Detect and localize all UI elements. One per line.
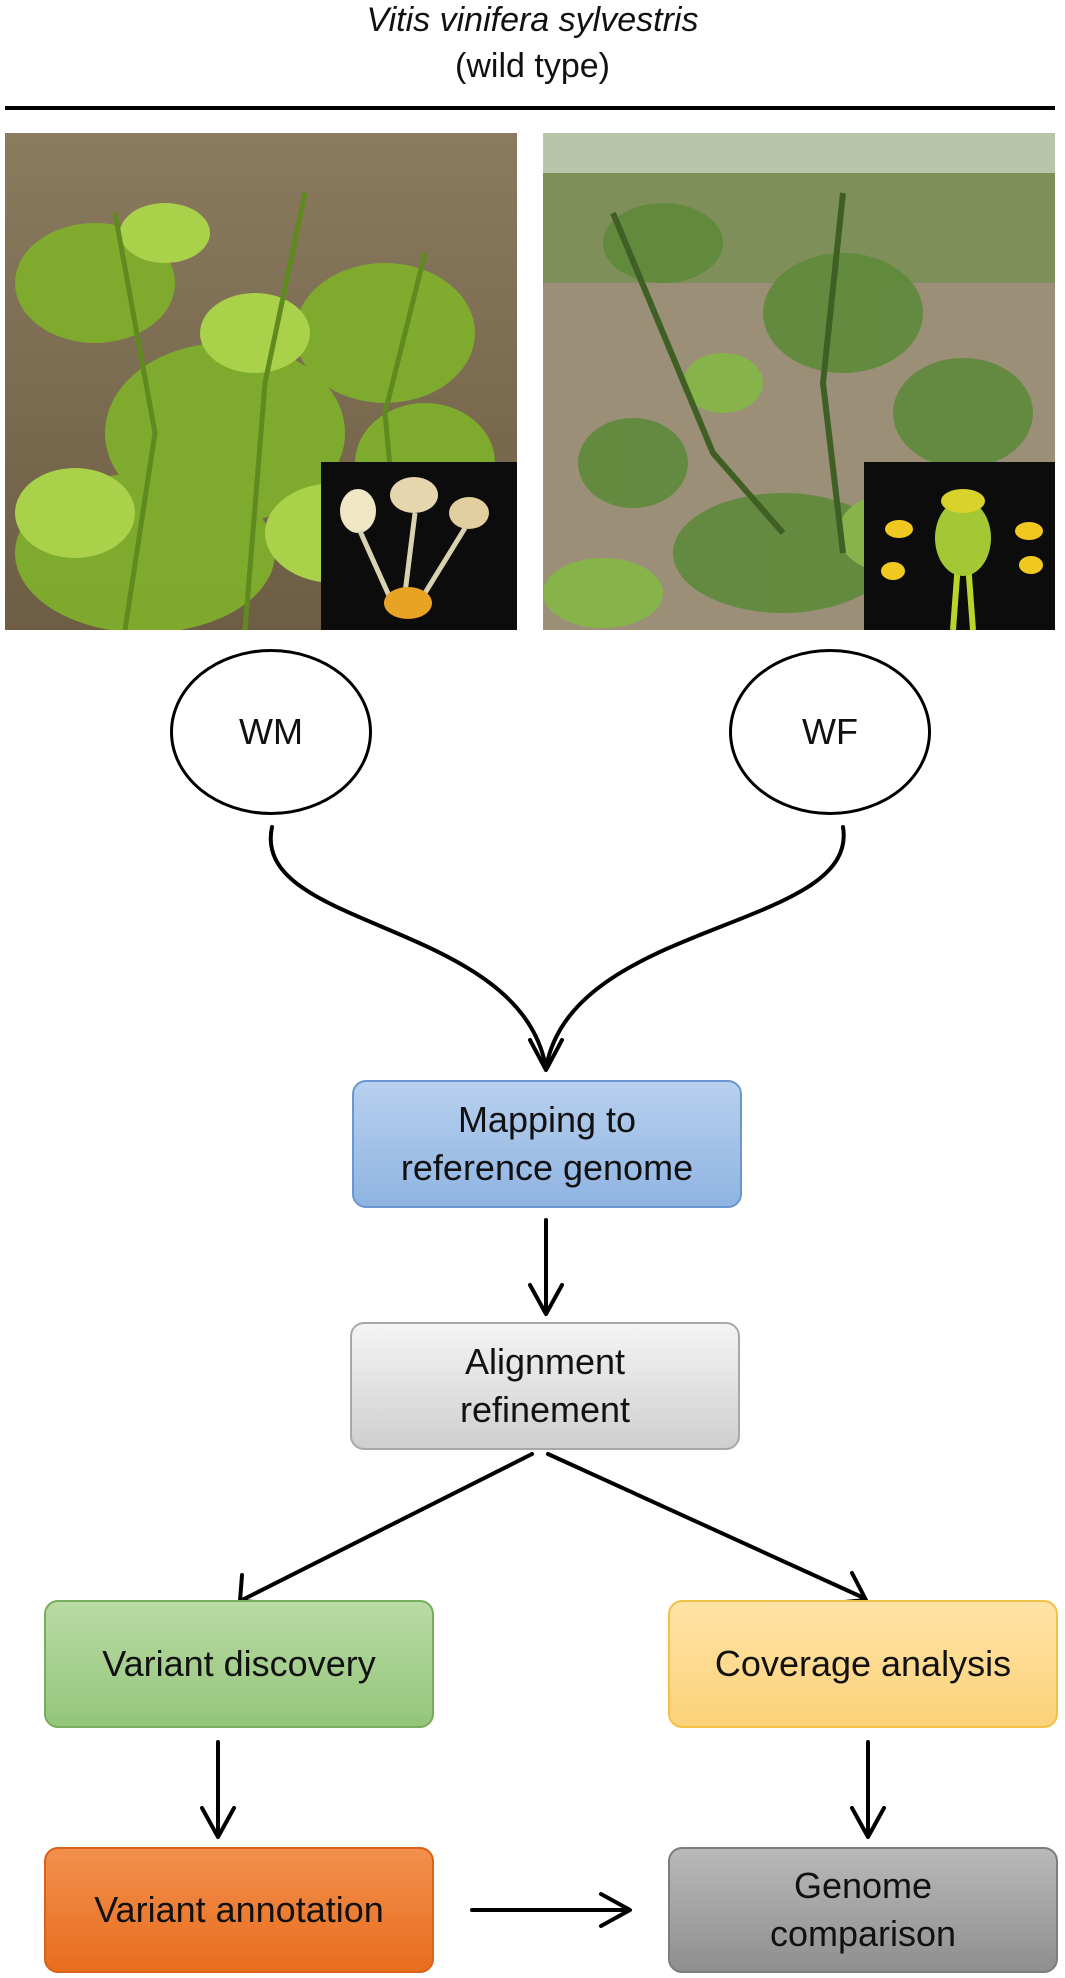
alignment-refinement-step: Alignment refinement: [350, 1322, 740, 1450]
arrowhead-coverage: [832, 1571, 868, 1605]
arrow-wm-to-mapping: [268, 825, 548, 1070]
arrowhead-genome: [850, 1806, 886, 1839]
mapping-label: Mapping to reference genome: [400, 1099, 694, 1188]
coverage-analysis-label: Coverage analysis: [714, 1643, 1012, 1684]
variant-discovery-step: Variant discovery: [44, 1600, 434, 1728]
genome-comparison-step: Genome comparison: [668, 1847, 1058, 1973]
figure-title: Vitis vinifera sylvestris: [366, 1, 699, 39]
genome-comparison-label: Genome comparison: [769, 1865, 957, 1954]
figure-subtitle: (wild type): [455, 47, 610, 85]
arrow-wf-to-mapping: [544, 825, 846, 1070]
arrowhead-mapping: [528, 1038, 564, 1072]
arrowhead-discovery: [238, 1573, 272, 1605]
alignment-label: Alignment refinement: [459, 1341, 631, 1430]
wf-label: WF: [802, 711, 858, 752]
wm-node: WM: [170, 649, 372, 815]
coverage-analysis-step: Coverage analysis: [668, 1600, 1058, 1728]
wf-node: WF: [729, 649, 931, 815]
variant-annotation-step: Variant annotation: [44, 1847, 434, 1973]
arrow-alignment-to-discovery: [240, 1452, 534, 1602]
arrowhead-genome-horizontal: [599, 1892, 632, 1928]
male-plant-photo: [5, 133, 517, 630]
arrowhead-alignment: [528, 1283, 564, 1316]
wm-label: WM: [239, 711, 303, 752]
arrowhead-annotation: [200, 1806, 236, 1839]
arrow-alignment-to-coverage: [546, 1452, 866, 1600]
female-plant-photo: [543, 133, 1055, 630]
variant-discovery-label: Variant discovery: [102, 1643, 376, 1684]
header-divider: [5, 106, 1055, 110]
mapping-step: Mapping to reference genome: [352, 1080, 742, 1208]
variant-annotation-label: Variant annotation: [94, 1889, 384, 1930]
